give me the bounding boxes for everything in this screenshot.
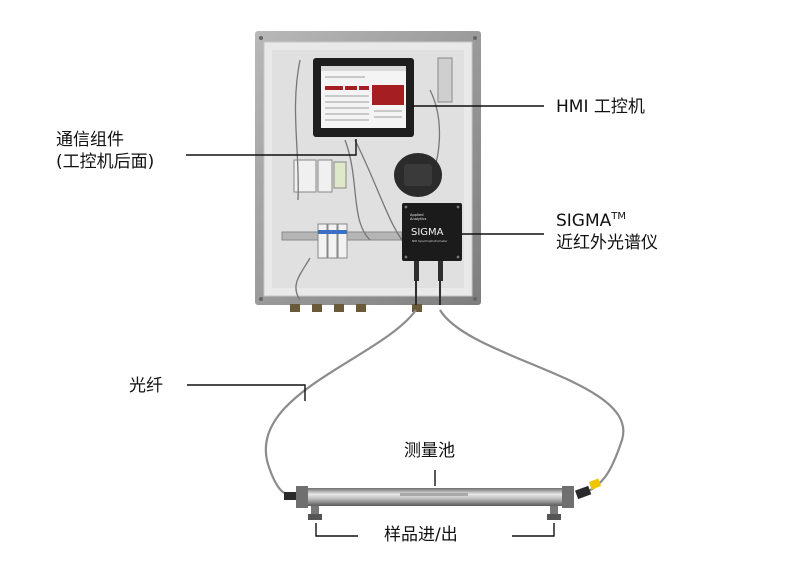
fiber-port-left (414, 261, 419, 281)
label-fiber: 光纤 (129, 375, 163, 397)
sample-port-out (550, 506, 558, 516)
sample-port-in (311, 506, 319, 516)
fiber-right (439, 309, 625, 497)
leader-fiber (187, 384, 306, 401)
label-comm-line2: (工控机后面) (56, 152, 155, 172)
measurement-cell (296, 486, 574, 520)
label-cell-text: 测量池 (404, 441, 455, 461)
label-hmi-text: HMI 工控机 (556, 97, 645, 117)
label-sample-text: 样品进/出 (384, 525, 458, 545)
hmi-title-bar (321, 66, 406, 71)
circuit-breakers (317, 223, 348, 259)
label-hmi: HMI 工控机 (556, 96, 645, 118)
hmi-screen-rows (325, 76, 402, 121)
screw-bottom-left (259, 297, 263, 301)
label-comm-line1: 通信组件 (56, 130, 124, 150)
leader-lines (186, 105, 555, 537)
label-sigma-line2: 近红外光谱仪 (556, 233, 658, 253)
leader-sample-left (315, 523, 358, 537)
label-sigma-line1: SIGMA (556, 211, 612, 231)
label-fiber-text: 光纤 (129, 376, 163, 396)
screw-bottom-right (473, 297, 477, 301)
fiber-connector-right (575, 485, 592, 500)
fiber-optic-cables (264, 309, 625, 499)
label-cell: 测量池 (404, 440, 455, 462)
spectrometer-body (402, 203, 462, 261)
cable-glands (290, 304, 422, 312)
screw-top-right (473, 36, 477, 40)
cell-band (400, 493, 468, 496)
hmi-panel (313, 58, 414, 137)
fiber-connector-left (284, 492, 298, 500)
label-sigma-tm: TM (611, 211, 627, 222)
cell-cap-left (296, 486, 308, 508)
label-sigma: SIGMATM 近红外光谱仪 (556, 206, 658, 254)
device-brand-top: Applied (410, 213, 424, 217)
label-comm-module: 通信组件 (工控机后面) (56, 129, 154, 173)
fiber-left (264, 309, 417, 499)
device-model-sub: NIR Spectrophotometer (412, 239, 448, 243)
terminal-strip (437, 57, 453, 103)
leader-comm (186, 139, 357, 156)
device-brand-bottom: Analytics (410, 217, 426, 221)
cell-cap-right (562, 486, 574, 508)
device-model: SIGMA (411, 227, 444, 238)
screw-top-left (259, 36, 263, 40)
sigma-spectrometer: Applied Analytics SIGMA NIR Spectrophoto… (402, 203, 462, 305)
hmi-status-block (372, 85, 404, 105)
fiber-tip-yellow (588, 478, 602, 490)
label-sample-io: 样品进/出 (384, 524, 458, 546)
comm-module (293, 159, 347, 193)
fiber-port-right (438, 261, 443, 281)
cell-tube (298, 488, 572, 506)
sample-port-in-nut (308, 514, 322, 520)
sample-port-out-nut (547, 514, 561, 520)
leader-sample-right (512, 523, 555, 537)
